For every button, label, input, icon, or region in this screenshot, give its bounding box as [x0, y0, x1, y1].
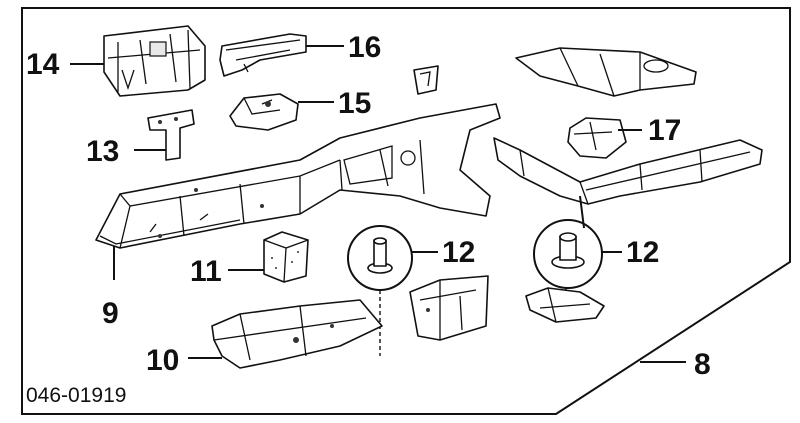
callout-9: 9	[102, 297, 119, 330]
callout-10: 10	[146, 344, 179, 377]
part-11-block	[263, 231, 309, 283]
callout-16: 16	[348, 31, 381, 64]
part-14-bracket	[103, 25, 206, 97]
frame-outline	[21, 7, 791, 415]
callout-11: 11	[190, 255, 222, 288]
callout-12-right: 12	[626, 236, 659, 269]
small-bracket-top	[413, 65, 439, 95]
callout-12-left: 12	[442, 236, 475, 269]
callout-13: 13	[86, 135, 119, 168]
part-17-plate	[567, 117, 627, 159]
part-10-lower-member	[211, 299, 383, 369]
right-frame-rail	[493, 137, 763, 205]
callout-8: 8	[694, 348, 711, 381]
main-frame-rail	[95, 103, 501, 249]
top-right-panel	[515, 47, 697, 97]
part-12-bolt-right	[533, 219, 603, 289]
callout-14: 14	[26, 48, 60, 81]
part-16-rail	[219, 33, 307, 77]
part-15-mount	[229, 93, 299, 131]
callout-17: 17	[648, 114, 681, 147]
center-lower-bracket	[409, 275, 489, 341]
part-13-bracket	[147, 109, 195, 161]
callout-15: 15	[338, 87, 371, 120]
lower-right-bracket	[525, 287, 605, 323]
document-id: 046-01919	[26, 384, 126, 407]
part-12-bolt-left	[347, 225, 413, 291]
